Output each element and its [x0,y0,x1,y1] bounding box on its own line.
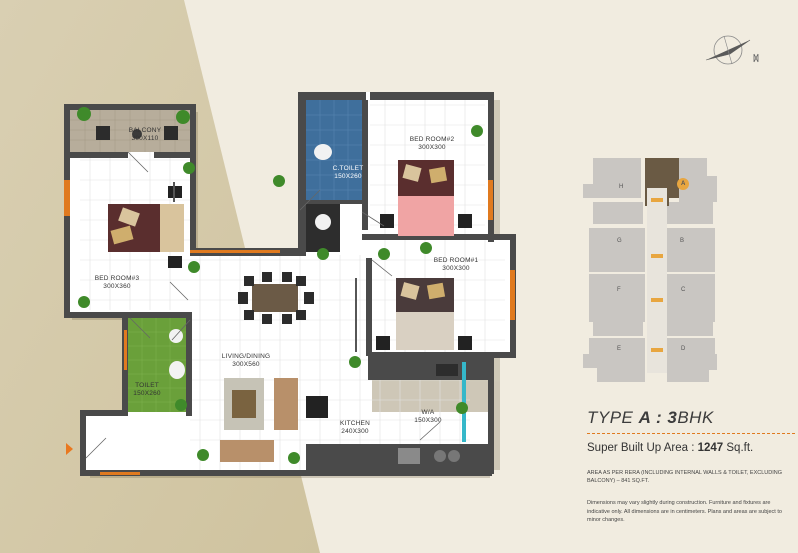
key-label-h: H [619,184,624,190]
bedroom-1-name: BED ROOM#1 [433,257,479,264]
windows [64,180,515,475]
key-label-e: E [617,346,622,352]
bedroom-2-name: BED ROOM#2 [409,136,455,143]
bed-bedroom-1 [376,278,472,350]
type-suffix: BHK [677,408,714,427]
type-code: A : 3 [638,408,678,427]
dining-table [238,272,314,324]
key-label-a: A [681,181,686,187]
area-label: Super Built Up Area : [587,442,698,454]
label-living-dining: LIVING/DINING 300x560 [210,353,282,369]
key-label-b: B [680,238,685,244]
c-toilet-size: 150x260 [334,173,362,180]
label-bedroom-2: BED ROOM#2 300x300 [400,136,464,152]
balcony-name: BALCONY [128,127,162,134]
bed-bedroom-3 [108,186,184,268]
wa-size: 150x300 [414,417,442,424]
unit-a-marker [677,178,689,190]
living-size: 300x560 [232,361,260,368]
balcony-chairs [96,126,178,140]
label-bedroom-3: BED ROOM#3 300x360 [82,275,152,291]
label-wa: W/A 150x300 [410,409,446,425]
entry-arrow-icon [66,443,73,455]
living-name: LIVING/DINING [221,353,271,360]
bedroom-3-name: BED ROOM#3 [94,275,140,282]
toilet-name: TOILET [135,382,159,389]
type-prefix: TYPE [587,408,639,427]
wardrobes [173,182,357,352]
balcony-size: 300x110 [131,135,159,142]
label-c-toilet: C.TOILET 150x260 [328,165,368,181]
kitchen-fixtures [398,364,460,464]
divider [587,433,795,434]
super-built-up-area: Super Built Up Area : 1247 Sq.ft. [587,442,753,454]
area-value: 1247 [697,442,724,454]
glass-window [462,362,466,442]
rera-note: AREA AS PER RERA (INCLUDING INTERNAL WAL… [587,470,782,484]
plant-icons [77,107,483,464]
kitchen-size: 240x300 [341,428,369,435]
disclaimer: Dimensions may vary slightly during cons… [587,500,782,523]
living-sofa-set [220,378,328,462]
wa-name: W/A [421,409,435,416]
doors [85,151,441,459]
area-unit: Sq.ft. [723,442,754,454]
key-label-f: F [617,287,621,293]
toilet-size: 150x260 [133,390,161,397]
label-toilet: TOILET 150x260 [128,382,166,398]
c-toilet-name: C.TOILET [332,165,364,172]
type-title: TYPE A : 3BHK [587,408,714,428]
key-label-d: D [681,346,686,352]
label-balcony: BALCONY 300x110 [112,127,178,143]
bedroom-1-size: 300x300 [442,265,470,272]
key-plan [583,158,717,382]
label-kitchen: KITCHEN 240x300 [330,420,380,436]
bedroom-3-size: 300x360 [103,283,131,290]
compass-icon [705,35,759,65]
bedroom-2-size: 300x300 [418,144,446,151]
label-bedroom-1: BED ROOM#1 300x300 [424,257,488,273]
key-label-c: C [681,287,686,293]
key-label-g: G [617,238,622,244]
bed-bedroom-2 [380,160,472,236]
kitchen-name: KITCHEN [340,420,370,427]
